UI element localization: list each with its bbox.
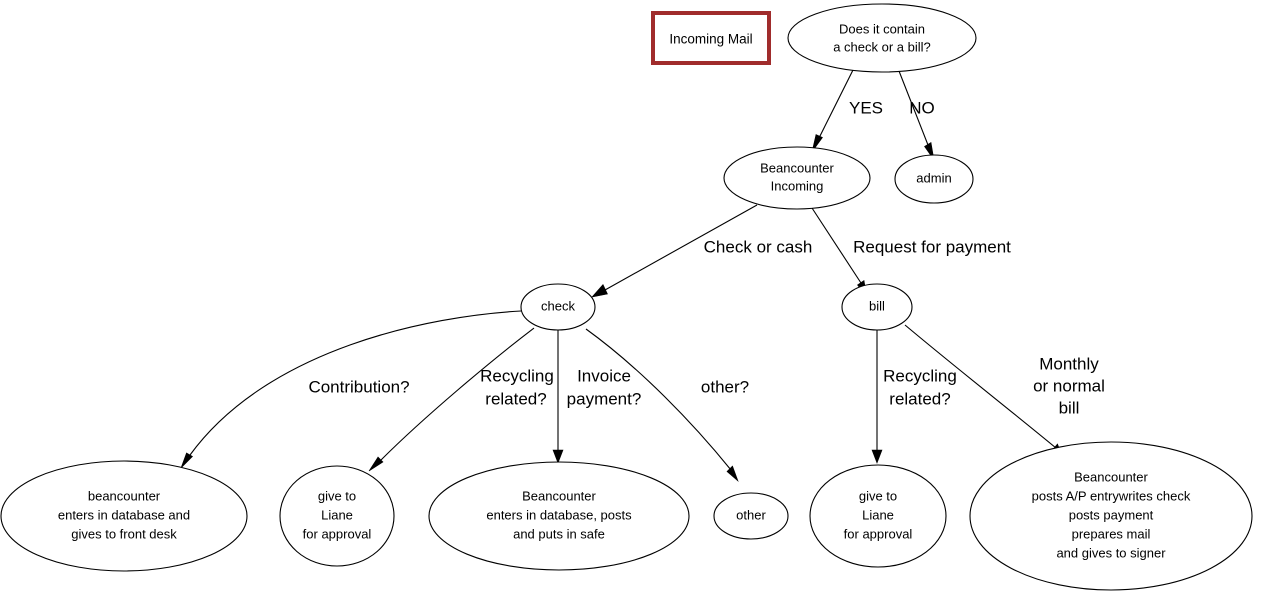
node-bill-label: bill	[869, 298, 885, 313]
node-front-desk-label-l1: beancounter	[88, 488, 161, 503]
node-ap-entry-label-l2: posts A/P entrywrites check	[1032, 488, 1191, 503]
node-other[interactable]: other	[713, 492, 789, 540]
node-liane-approval-right-label-l2: Liane	[862, 507, 894, 522]
node-liane-approval-left-label-l2: Liane	[321, 507, 353, 522]
node-incoming-mail-label: Incoming Mail	[669, 32, 752, 47]
edge-label-recycling-related-bill-l2: related?	[889, 389, 950, 408]
edge-label-monthly-bill-l3: bill	[1059, 398, 1080, 417]
edge-check-to-liane-left	[368, 327, 535, 472]
node-admin[interactable]: admin	[894, 154, 974, 204]
node-admin-shape[interactable]	[894, 154, 974, 204]
arrowhead-icon	[591, 283, 608, 298]
edge-label-invoice-payment-l2: payment?	[567, 389, 642, 408]
node-safe-label-l1: Beancounter	[522, 488, 596, 503]
node-safe-label-l2: enters in database, posts	[486, 507, 632, 522]
node-safe-shape[interactable]	[428, 461, 690, 571]
node-liane-approval-left-shape[interactable]	[279, 465, 395, 567]
node-beancounter-incoming[interactable]: Beancounter Incoming	[723, 146, 871, 210]
edge-check-to-other	[585, 328, 739, 482]
node-ap-entry-label-l4: prepares mail	[1072, 526, 1151, 541]
node-ap-entry-label-l1: Beancounter	[1074, 469, 1148, 484]
arrowhead-icon	[726, 465, 739, 482]
edge-label-monthly-bill-l1: Monthly	[1039, 354, 1099, 373]
node-liane-approval-right[interactable]: give to Liane for approval	[809, 464, 947, 568]
edge-label-request-for-payment: Request for payment	[853, 237, 1011, 256]
node-beancounter-incoming-shape[interactable]	[723, 146, 871, 210]
node-question-shape[interactable]	[787, 3, 977, 73]
node-incoming-mail-shape[interactable]	[651, 11, 771, 65]
node-question-label-l1: Does it contain	[839, 21, 925, 36]
edge-label-recycling-related-bill-l1: Recycling	[883, 366, 957, 385]
node-other-label: other	[736, 507, 766, 522]
edge-line	[898, 70, 929, 146]
edge-line	[380, 327, 535, 461]
edge-check-to-safe	[552, 330, 564, 464]
arrowhead-icon	[368, 456, 384, 472]
node-front-desk-label-l2: enters in database and	[58, 507, 190, 522]
node-check[interactable]: check	[520, 283, 596, 331]
node-front-desk-label-l3: gives to front desk	[71, 526, 177, 541]
node-ap-entry-label-l3: posts payment	[1069, 507, 1154, 522]
edge-line	[817, 69, 854, 141]
node-liane-approval-right-shape[interactable]	[809, 464, 947, 568]
node-liane-approval-left-label-l1: give to	[318, 488, 356, 503]
edge-line	[604, 204, 758, 291]
edge-check-to-front-desk	[180, 310, 522, 469]
node-ap-entry-shape[interactable]	[969, 441, 1253, 591]
edge-label-yes: YES	[849, 98, 883, 117]
edge-label-other-question: other?	[701, 377, 749, 396]
node-check-shape[interactable]	[520, 283, 596, 331]
edge-label-recycling-related-check-l1: Recycling	[480, 366, 554, 385]
edge-line	[904, 324, 1057, 449]
node-check-label: check	[541, 298, 575, 313]
node-liane-approval-right-label-l1: give to	[859, 488, 897, 503]
arrowhead-icon	[871, 449, 883, 464]
edge-question-to-beancounter	[811, 69, 854, 153]
edge-label-contribution: Contribution?	[308, 377, 409, 396]
node-admin-label: admin	[916, 170, 951, 185]
node-beancounter-incoming-label-l1: Beancounter	[760, 160, 834, 175]
edge-label-monthly-bill-l2: or normal	[1033, 376, 1105, 395]
node-question-label-l2: a check or a bill?	[833, 39, 931, 54]
edge-bill-to-liane-right	[871, 330, 883, 464]
edge-label-invoice-payment-l1: Invoice	[577, 366, 631, 385]
node-bill[interactable]: bill	[841, 283, 913, 331]
node-liane-approval-right-label-l3: for approval	[844, 526, 913, 541]
edge-line	[189, 310, 522, 456]
arrowhead-icon	[552, 449, 564, 464]
node-ap-entry[interactable]: Beancounter posts A/P entrywrites check …	[969, 441, 1253, 591]
arrowhead-icon	[180, 452, 193, 469]
edge-label-no: NO	[909, 98, 935, 117]
edge-beancounter-to-check	[591, 204, 758, 298]
node-other-shape[interactable]	[713, 492, 789, 540]
node-liane-approval-left-label-l3: for approval	[303, 526, 372, 541]
node-safe-label-l3: and puts in safe	[513, 526, 605, 541]
edge-label-recycling-related-check-l2: related?	[485, 389, 546, 408]
node-liane-approval-left[interactable]: give to Liane for approval	[279, 465, 395, 567]
node-question[interactable]: Does it contain a check or a bill?	[787, 3, 977, 73]
node-safe[interactable]: Beancounter enters in database, posts an…	[428, 461, 690, 571]
node-bill-shape[interactable]	[841, 283, 913, 331]
edge-line	[811, 207, 862, 284]
node-ap-entry-label-l5: and gives to signer	[1056, 545, 1166, 560]
edge-line	[585, 328, 732, 471]
node-incoming-mail[interactable]: Incoming Mail	[651, 11, 771, 65]
edge-label-check-or-cash: Check or cash	[704, 237, 813, 256]
node-front-desk[interactable]: beancounter enters in database and gives…	[0, 460, 248, 572]
node-front-desk-shape[interactable]	[0, 460, 248, 572]
node-beancounter-incoming-label-l2: Incoming	[771, 178, 824, 193]
